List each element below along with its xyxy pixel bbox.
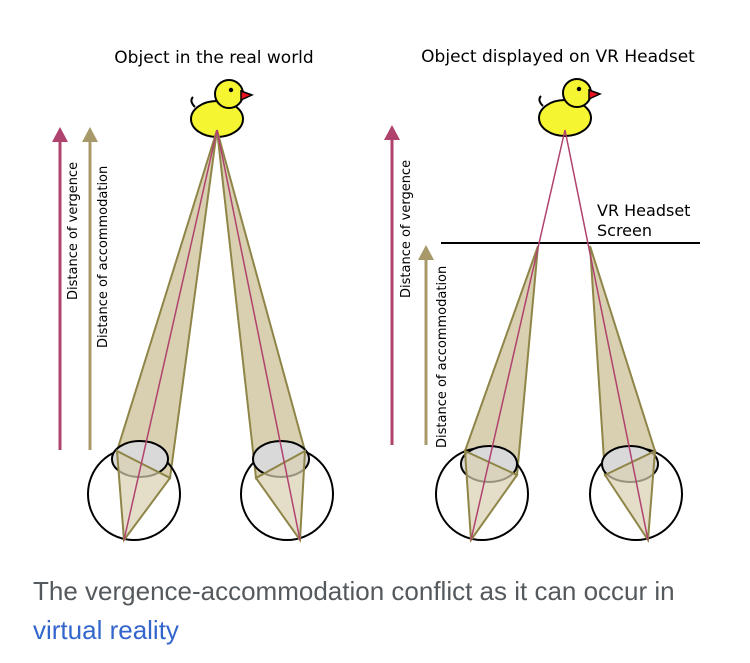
accommodation-arrow-right (418, 245, 434, 445)
vergence-arrow-left (52, 127, 68, 450)
rubber-duck-icon (538, 78, 601, 137)
vergence-arrow-right (384, 125, 400, 445)
gaze-line-right (216, 129, 301, 541)
screen-label-line2: Screen (597, 221, 652, 240)
light-cone-right-eye (589, 245, 657, 477)
light-cone-left-eye (115, 129, 218, 480)
rubber-duck-icon (190, 79, 253, 138)
left-panel: Object in the real world Distance of ver… (52, 48, 334, 543)
left-panel-title: Object in the real world (114, 48, 313, 68)
gaze-line-left (470, 129, 566, 541)
screen-label-line1: VR Headset (597, 201, 690, 220)
eye-icon (87, 440, 181, 543)
right-panel-title: Object displayed on VR Headset (421, 47, 695, 67)
eye-icon (589, 445, 683, 543)
light-cone-right-eye (216, 129, 307, 480)
gaze-line-left (123, 129, 218, 541)
right-panel: Object displayed on VR Headset Distance … (384, 47, 700, 543)
accommodation-label-left: Distance of accommodation (96, 166, 111, 348)
caption-text: The vergence-accommodation conflict as i… (33, 576, 675, 606)
eye-icon (240, 440, 334, 543)
accommodation-arrow-left (82, 127, 98, 450)
vergence-accommodation-diagram: Object in the real world Distance of ver… (52, 47, 700, 543)
eye-icon (435, 445, 529, 543)
gaze-line-right (564, 129, 649, 541)
virtual-reality-link[interactable]: virtual reality (33, 615, 179, 645)
accommodation-label-right: Distance of accommodation (435, 266, 450, 448)
figure-caption: The vergence-accommodation conflict as i… (33, 572, 713, 650)
vergence-label-right: Distance of vergence (399, 160, 414, 298)
vergence-label-left: Distance of vergence (66, 162, 81, 300)
light-cone-left-eye (463, 245, 539, 477)
